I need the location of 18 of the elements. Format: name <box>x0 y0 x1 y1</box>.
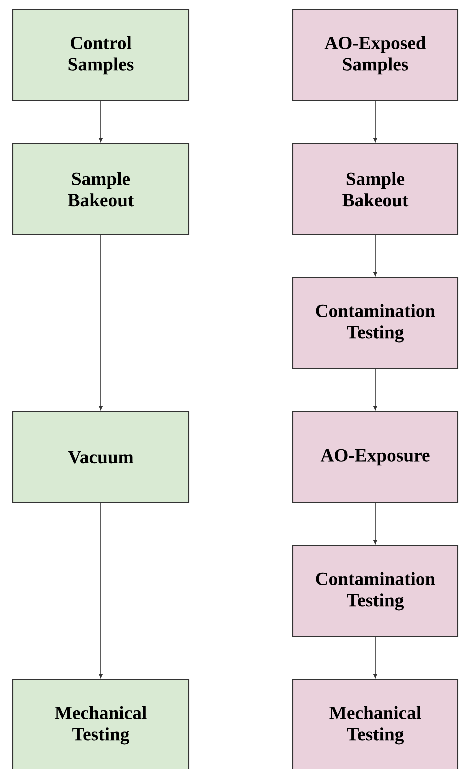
process-box: Contamination Testing <box>292 545 459 638</box>
process-box: Contamination Testing <box>292 277 459 370</box>
process-box: Sample Bakeout <box>12 143 190 236</box>
process-box: Control Samples <box>12 9 190 102</box>
process-box: Vacuum <box>12 411 190 504</box>
process-box: AO-Exposed Samples <box>292 9 459 102</box>
arrow <box>374 637 378 678</box>
arrow <box>99 101 103 142</box>
process-box: Mechanical Testing <box>292 679 459 769</box>
arrow <box>99 235 103 410</box>
process-box: AO-Exposure <box>292 411 459 504</box>
arrow <box>374 503 378 544</box>
arrow <box>374 369 378 410</box>
arrow <box>374 101 378 142</box>
process-box: Mechanical Testing <box>12 679 190 769</box>
arrow <box>99 503 103 678</box>
process-box: Sample Bakeout <box>292 143 459 236</box>
arrow <box>374 235 378 276</box>
